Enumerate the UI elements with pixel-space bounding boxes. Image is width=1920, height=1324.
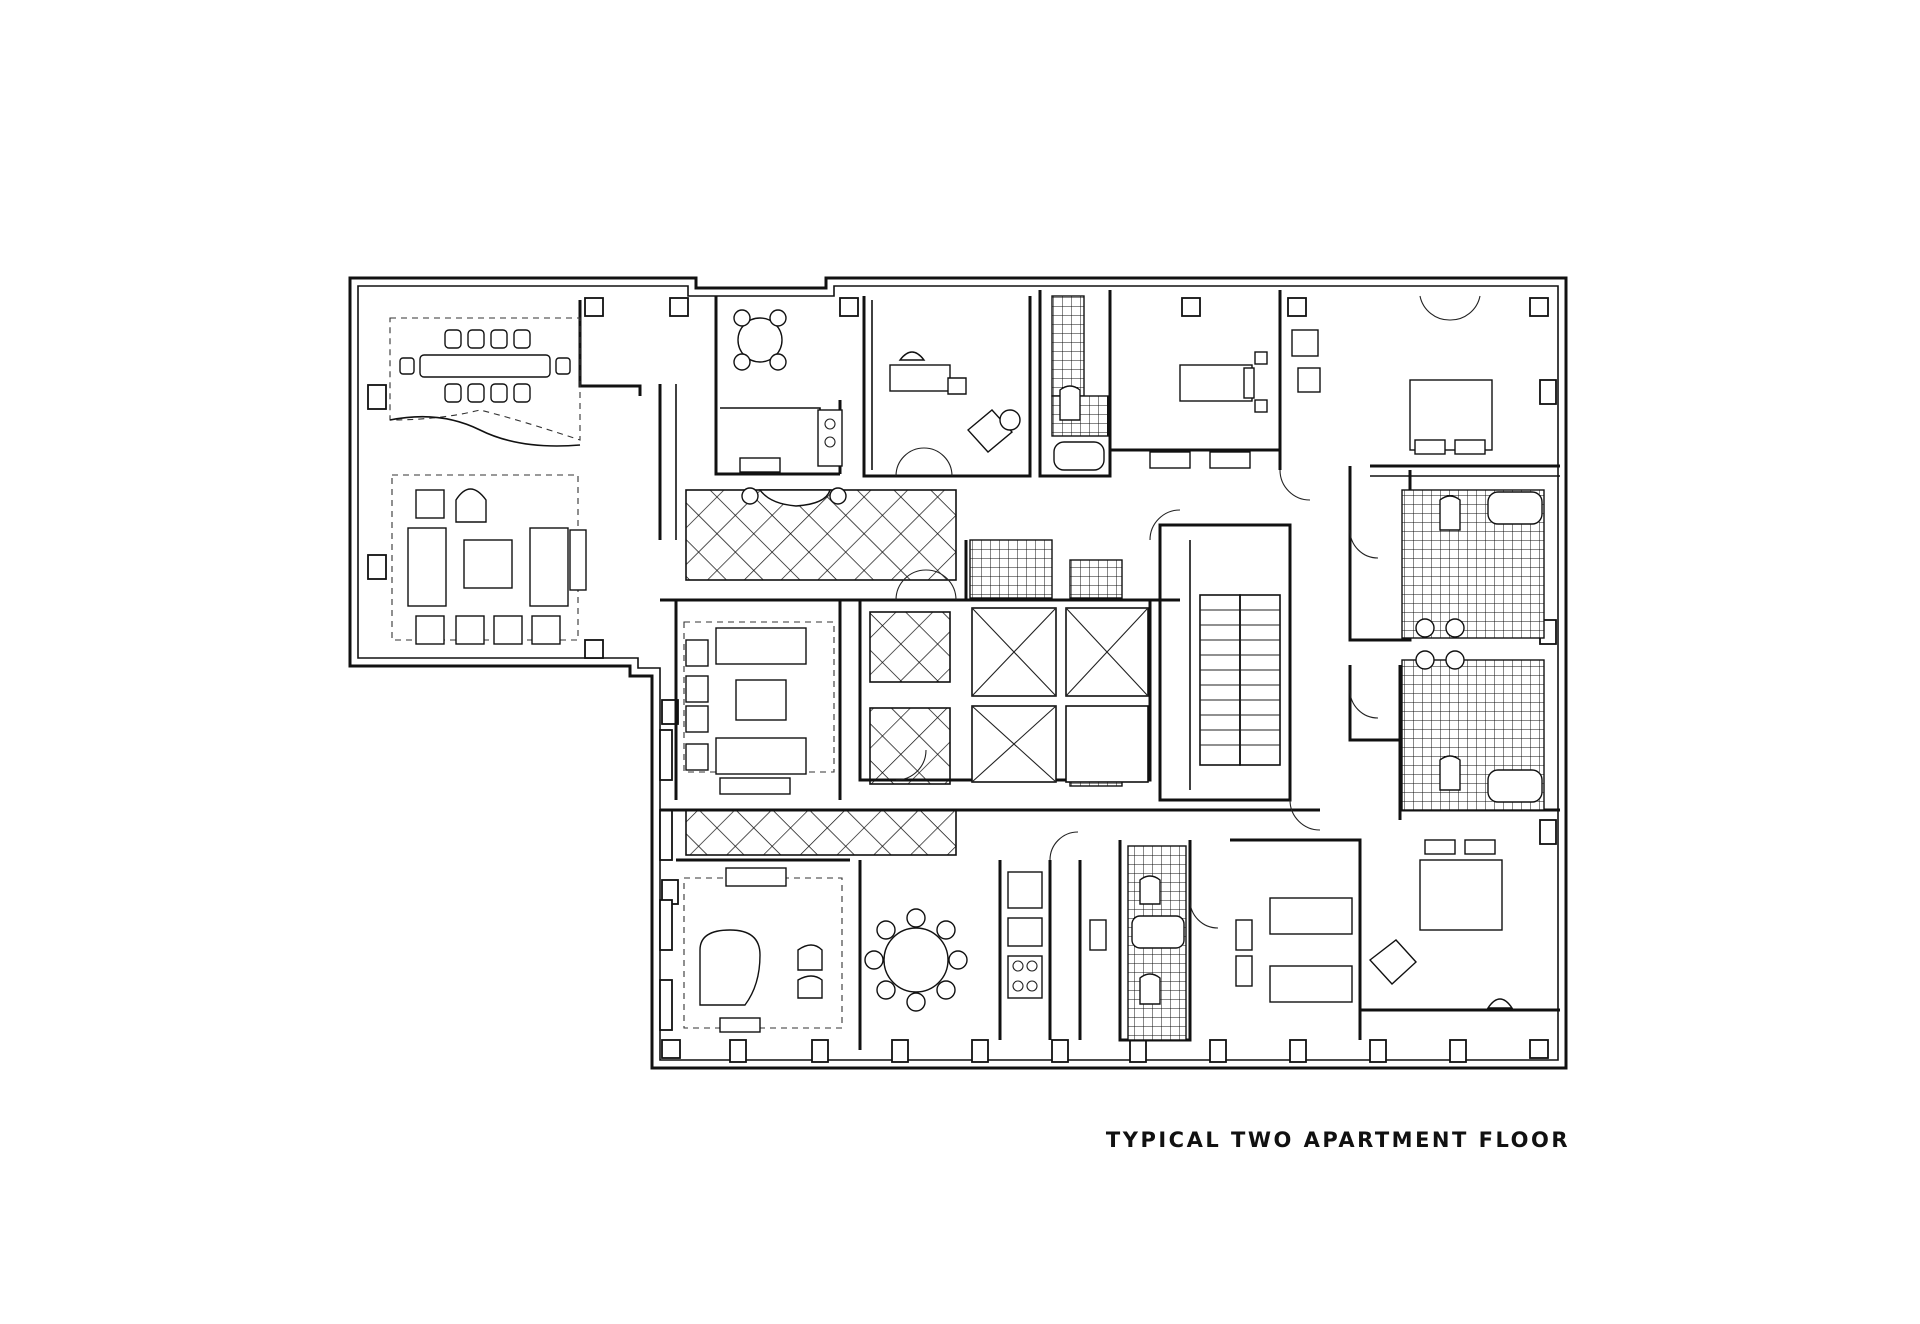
- elevator-core: [971, 607, 1149, 783]
- south-facade-piers: [729, 1039, 1467, 1063]
- exterior-walls: [348, 276, 1568, 1070]
- furniture: [389, 309, 1543, 1033]
- structural-columns: [367, 297, 1557, 1063]
- drawing-title: TYPICAL TWO APARTMENT FLOOR: [1105, 1128, 1570, 1152]
- west-facade-piers: [659, 729, 673, 1031]
- stairwell: [1199, 594, 1281, 766]
- door-swings: [895, 295, 1481, 929]
